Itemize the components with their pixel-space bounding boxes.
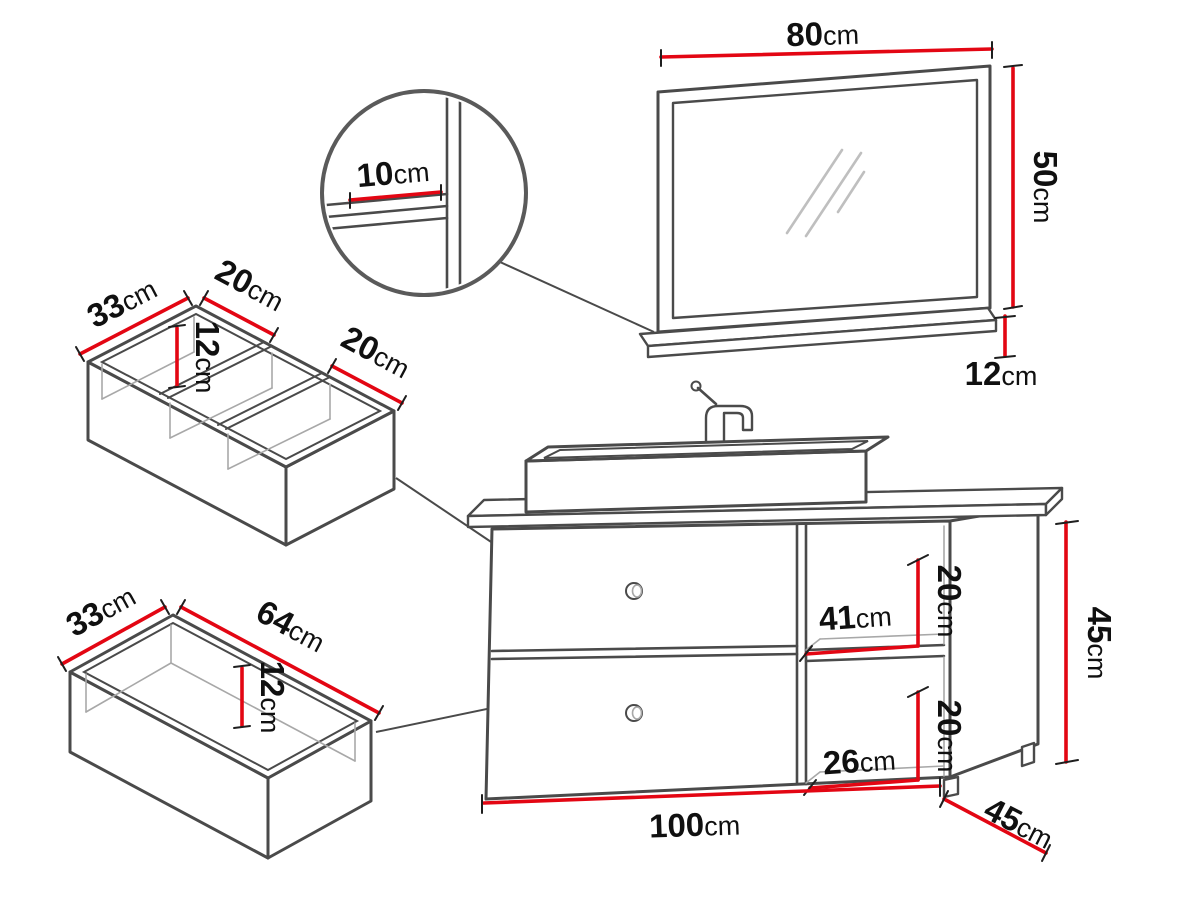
drawer-top-rim [68, 613, 373, 780]
cabinet-foot-back [1020, 741, 1036, 768]
dim-niche-top-height: 20cm [907, 554, 968, 648]
dim-drawer-depth-label: 33cm [60, 576, 142, 644]
dim-mirror-shelf-depth-label: 12cm [965, 355, 1038, 392]
drawer-inner-rim [81, 621, 360, 772]
dim-vanity-depth-label: 45cm [978, 790, 1060, 856]
dim-detail-shelf-depth-label: 10cm [355, 151, 431, 194]
dim-niche-top-width-label: 41cm [818, 596, 893, 638]
drawer-with-divider: 33cm 20cm 12cm 20cm [75, 251, 414, 547]
dim-mirror-height-label: 50cm [1027, 151, 1064, 224]
mirror-frame-inner [671, 78, 979, 320]
dim-mirror-height: 50cm [1003, 64, 1064, 310]
dim-detail-shelf-depth: 10cm [348, 151, 443, 209]
dim-vanity-height-label: 45cm [1081, 607, 1118, 680]
drawer: 33cm 64cm 12cm [57, 576, 384, 860]
dim-drawer-inner-height-label: 12cm [254, 661, 291, 734]
dim-vanity-height: 45cm [1055, 520, 1118, 765]
dim-niche-bottom-width: 26cm [803, 740, 920, 796]
dim-vanity-depth: 45cm [939, 790, 1060, 862]
dim-niche-bottom-height-label: 20cm [931, 700, 968, 773]
dim-mirror-shelf-depth: 12cm [965, 314, 1038, 392]
drawer-knob-top [625, 582, 643, 600]
dim-vanity-width-label: 100cm [648, 804, 740, 844]
sink-inner-rim [543, 440, 869, 459]
mirror-shelf-detail: 10cm [320, 89, 528, 297]
dim-tray-depth-label: 33cm [81, 269, 163, 335]
drawer-interior-lines [85, 624, 356, 762]
dim-tray-inner-height-label: 12cm [189, 321, 226, 394]
dim-niche-bottom-height: 20cm [907, 686, 968, 782]
vanity-cabinet: 20cm 41cm 20cm 26cm [466, 380, 1118, 862]
dim-niche-top-height-label: 20cm [931, 565, 968, 638]
vessel-sink [524, 435, 890, 514]
tray-top-rim [86, 304, 396, 469]
drawer-front-split [490, 644, 799, 661]
open-shelf [804, 525, 946, 784]
dim-tray-inner-height: 12cm [168, 321, 226, 394]
mirror-shelf-front [646, 318, 998, 359]
mirror-glass-hatch [785, 148, 866, 238]
tray-inner-rim [99, 312, 383, 461]
dim-niche-bottom-width-label: 26cm [822, 740, 897, 782]
dim-niche-top-width: 41cm [799, 596, 920, 662]
dim-mirror-width: 80cm [659, 14, 994, 67]
dim-mirror-width-label: 80cm [786, 14, 860, 54]
dim-drawer-inner-height: 12cm [233, 661, 291, 734]
drawer-knob-bottom [625, 704, 643, 722]
mirror: 80cm 50cm 12cm [638, 14, 1064, 392]
countertop-end [1044, 486, 1064, 517]
detail-contents [326, 95, 462, 291]
dim-vanity-width: 100cm [481, 777, 942, 845]
tray-dividers [159, 341, 331, 430]
connector-detail-to-mirror [499, 261, 655, 333]
